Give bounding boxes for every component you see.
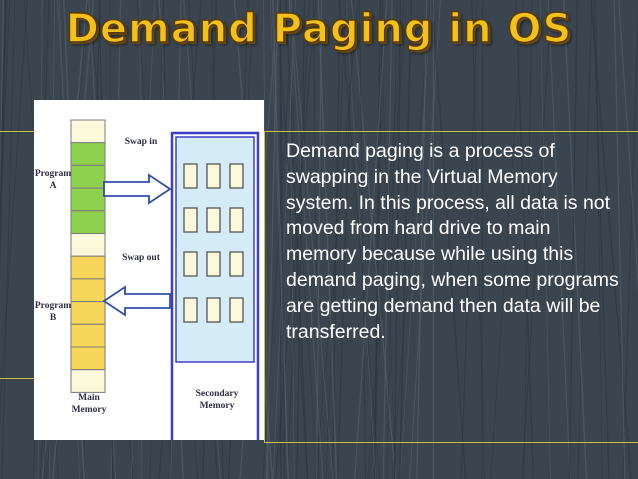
- memory-block-yellow: [70, 301, 106, 325]
- memory-block-yellow: [70, 278, 106, 303]
- program-a-label: Program A: [34, 169, 72, 191]
- secondary-page: [206, 207, 221, 233]
- secondary-page: [183, 163, 198, 189]
- memory-block-green: [70, 210, 106, 235]
- background-line: [490, 0, 524, 479]
- demand-paging-diagram: Swap in Swap out Program A Program B Mai…: [34, 100, 264, 440]
- background-line: [315, 0, 323, 479]
- background-line: [460, 0, 478, 479]
- background-line: [481, 0, 484, 479]
- background-line: [279, 0, 286, 479]
- background-line: [325, 0, 347, 479]
- background-line: [290, 0, 334, 479]
- decorative-band-right: [264, 131, 638, 443]
- background-line: [339, 0, 380, 479]
- background-line: [590, 0, 632, 479]
- memory-block-empty: [70, 369, 106, 393]
- slide-title: Demand Paging in OS: [65, 5, 573, 53]
- background-line: [354, 0, 388, 479]
- background-line: [613, 0, 626, 479]
- background-line: [618, 0, 638, 293]
- background-line: [263, 0, 269, 479]
- background-line: [1, 0, 16, 479]
- secondary-page: [229, 163, 244, 189]
- background-line: [622, 3, 638, 479]
- background-line: [391, 0, 431, 479]
- background-line: [409, 0, 441, 479]
- main-memory-label: Main Memory: [71, 393, 107, 415]
- background-line: [272, 0, 296, 479]
- background-line: [286, 0, 310, 479]
- swap-in-label: Swap in: [124, 137, 158, 147]
- background-line: [285, 0, 309, 479]
- decorative-band-left: [0, 131, 34, 379]
- secondary-memory-label: Secondary Memory: [195, 389, 239, 411]
- background-line: [0, 0, 11, 225]
- background-line: [337, 0, 354, 479]
- memory-block-yellow: [70, 346, 106, 371]
- background-line: [367, 0, 405, 479]
- background-line: [317, 0, 338, 479]
- background-line: [523, 0, 533, 479]
- background-line: [399, 0, 432, 479]
- memory-block-green: [70, 187, 106, 212]
- background-line: [539, 0, 551, 479]
- secondary-page: [183, 207, 198, 233]
- secondary-page: [183, 251, 198, 277]
- background-line: [563, 0, 588, 479]
- background-line: [592, 0, 610, 479]
- secondary-page: [229, 297, 244, 323]
- swap-out-label: Swap out: [122, 253, 160, 263]
- body-paragraph: Demand paging is a process of swapping i…: [286, 140, 619, 343]
- background-line: [398, 0, 413, 479]
- background-line: [269, 0, 289, 479]
- memory-block-green: [70, 164, 106, 189]
- background-line: [393, 0, 402, 479]
- memory-block-yellow: [70, 255, 106, 280]
- background-line: [0, 0, 4, 240]
- background-line: [431, 0, 467, 479]
- background-line: [274, 0, 317, 479]
- secondary-page: [229, 207, 244, 233]
- secondary-page: [206, 163, 221, 189]
- program-b-label: Program B: [34, 301, 72, 323]
- memory-block-empty: [70, 119, 106, 144]
- main-memory-stack: [70, 119, 106, 393]
- background-line: [345, 0, 377, 479]
- background-line: [386, 0, 398, 479]
- background-line: [276, 0, 309, 479]
- diagram-canvas: [70, 119, 260, 440]
- background-line: [296, 0, 306, 479]
- secondary-memory-box: [170, 131, 260, 440]
- memory-block-yellow: [70, 323, 106, 348]
- swap-out-arrow: [102, 285, 171, 317]
- background-line: [0, 0, 28, 414]
- background-line: [577, 0, 593, 479]
- swap-in-arrow: [103, 173, 172, 205]
- background-line: [284, 0, 319, 479]
- memory-block-empty: [70, 233, 106, 257]
- secondary-page: [229, 251, 244, 277]
- background-line: [547, 0, 571, 479]
- background-line: [0, 0, 7, 231]
- background-line: [515, 0, 535, 479]
- background-line: [369, 0, 408, 479]
- secondary-page: [206, 251, 221, 277]
- background-line: [521, 0, 552, 479]
- secondary-page: [206, 297, 221, 323]
- background-line: [568, 0, 578, 479]
- secondary-memory-pages: [183, 163, 244, 323]
- secondary-page: [183, 297, 198, 323]
- background-line: [380, 0, 396, 479]
- background-line: [359, 0, 367, 479]
- memory-block-green: [70, 142, 106, 166]
- background-line: [262, 0, 295, 479]
- background-line: [416, 0, 428, 479]
- background-line: [0, 0, 7, 283]
